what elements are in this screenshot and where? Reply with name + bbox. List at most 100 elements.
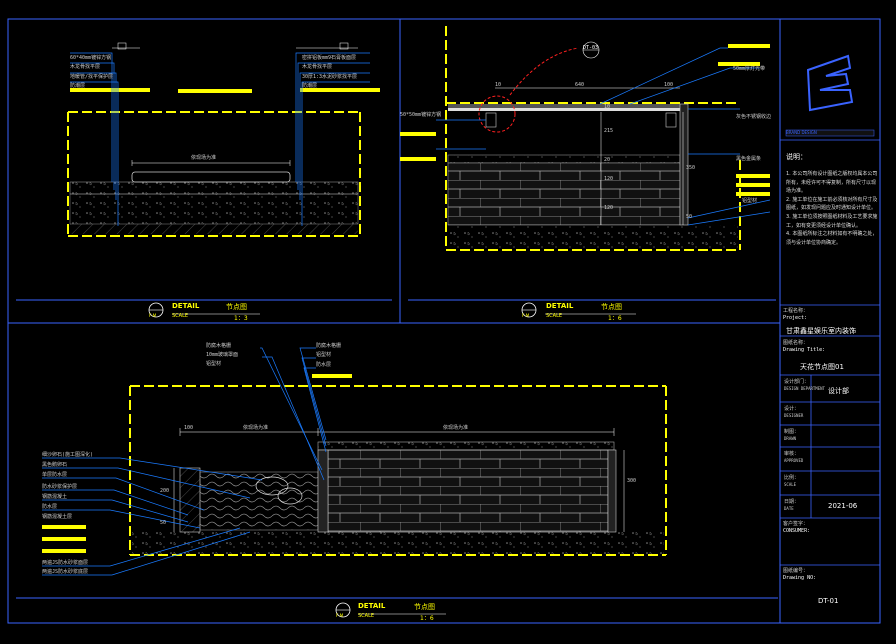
d2-left-label: 50*50mm镀锌方钢	[400, 112, 442, 118]
d2-dim-v-6: 50	[686, 214, 693, 220]
d3-bottom-label-2: 两遍JS防水砂浆底层	[42, 569, 89, 575]
approved-label: 审核：	[784, 451, 800, 457]
d2-dim-v-4: 120	[604, 205, 614, 211]
detail-2-scale-label: SCALE	[546, 313, 563, 319]
company-logo	[785, 54, 875, 137]
drawing-no-label: 图纸编号：	[783, 568, 809, 574]
note-1: 1. 本公司所有设计图纸之版权均属本公司所有，未经许可不得复制，所有尺寸以现场为…	[786, 171, 878, 195]
notes-heading: 说明：	[786, 153, 807, 161]
d1-dim-text: 依现场为准	[191, 155, 217, 161]
company-logo-text: BRAND DESIGN	[786, 130, 817, 135]
drawn-label: 制图：	[784, 429, 800, 435]
title-badges	[148, 302, 636, 618]
d2-dim-h-3: 100	[664, 82, 674, 88]
design-dept-label-en: DESIGN DEPARTMENT	[784, 386, 825, 391]
detail-1-tag: F-M	[149, 313, 157, 318]
detail-1-word: DETAIL	[172, 302, 200, 310]
drawing-title-label-en: Drawing Title:	[783, 347, 826, 353]
project-label: 工程名称：	[783, 308, 809, 314]
d2-tag: DT-03	[583, 45, 599, 51]
d3-dim-v-1: 200	[160, 488, 170, 494]
detail-2-scale: 1：6	[608, 315, 622, 322]
date-label-en: DATE	[784, 506, 794, 511]
design-dept: 设计部	[828, 387, 849, 395]
note-2: 2. 施工单位在施工前必须核对所有尺寸及图纸，如发现问题应及时通知设计单位。	[786, 196, 878, 212]
drawing-no-label-en: Drawing NO:	[783, 575, 817, 581]
d3-left-label-2: 黑色鹅卵石	[42, 462, 68, 468]
designer-label: 设计：	[784, 406, 800, 412]
d2-dim-v-5: 350	[686, 165, 696, 171]
detail-3	[16, 347, 778, 599]
detail-1-scale-label: SCALE	[172, 313, 189, 319]
d1-right-label-3: 30厚1:3水泥砂浆找平层	[302, 74, 358, 80]
drawn-label-en: DRAWN	[784, 436, 797, 441]
d2-dim-v-1: 10	[604, 104, 611, 110]
d3-top-label-3: 铝型材	[206, 361, 222, 367]
d3-left-label-3: 单层防水层	[42, 472, 68, 478]
detail-3-scale: 1：6	[420, 615, 434, 622]
approved-label-en: APPROVED	[784, 458, 804, 463]
d2-dim-v-7: 20	[604, 157, 611, 163]
d1-left-label-4: 防潮层	[70, 83, 86, 89]
detail-1-scale: 1：3	[234, 315, 248, 322]
d3-top-label-1: 防腐木格栅	[206, 343, 232, 349]
d3-dim-v-2: 50	[160, 520, 167, 526]
scale-label: 比例：	[784, 475, 800, 481]
client-label: 客户签字：	[783, 521, 809, 527]
note-3: 3. 施工单位须按照图纸材料及工艺要求施工，如有变更须经设计单位确认。	[786, 213, 878, 229]
d2-dim-h-2: 640	[575, 82, 585, 88]
detail-2-word: DETAIL	[546, 302, 574, 310]
d1-right-label-4: 防潮层	[302, 83, 318, 89]
d2-right-label-3: 黑色金属条	[736, 156, 762, 162]
detail-3-scale-label: SCALE	[358, 613, 375, 619]
detail-1-title: 节点图	[226, 303, 247, 311]
scale-label-en: SCALE	[784, 482, 797, 487]
d3-bottom-label-1: 两遍JS防水砂浆面层	[42, 560, 89, 566]
d2-dim-v-3: 120	[604, 176, 614, 182]
d2-right-label-1: 50mm厚灯光带	[733, 66, 766, 72]
d3-top-right-label-2: 铝型材	[316, 352, 332, 358]
d3-dim-h-1: 100	[184, 425, 194, 431]
d1-left-label-2: 木龙骨找平层	[70, 64, 101, 70]
d1-right-label-1: 密拼铝板mm9石膏板面层	[302, 55, 357, 61]
d1-left-label-1: 60*40mm镀锌方钢	[70, 55, 112, 61]
drawing-title: 天花节点图01	[800, 363, 844, 371]
client-label-en: CONSUMER:	[783, 528, 811, 534]
project-label-en: Project:	[783, 315, 808, 321]
drawing-title-label: 图纸名称：	[783, 340, 809, 346]
drawing-no: DT-01	[818, 597, 839, 605]
detail-2-title: 节点图	[601, 303, 622, 311]
detail-3-tag: F-M	[336, 613, 344, 618]
d3-top-label-2: 10mm玻璃罩面	[206, 352, 239, 358]
detail-3-title: 节点图	[414, 603, 435, 611]
detail-1	[16, 42, 392, 301]
project-name: 甘肃鑫星娱乐室内装饰	[786, 327, 856, 335]
date-label: 日期：	[784, 499, 800, 505]
note-4: 4. 本图纸所标注之材料如有不明确之处，须与设计单位协商确定。	[786, 231, 878, 246]
d3-top-right-label-3: 防水层	[316, 362, 332, 368]
date-value: 2021-06	[828, 502, 858, 510]
design-dept-label: 设计部门：	[784, 379, 810, 385]
detail-3-word: DETAIL	[358, 602, 386, 610]
d3-left-label-1: 细沙卵石(施工图深化)	[42, 452, 94, 458]
d3-dim-h-2: 依现场为准	[243, 425, 269, 431]
d2-dim-h-1: 10	[495, 82, 502, 88]
d3-dim-v-3: 300	[627, 478, 637, 484]
general-notes: 1. 本公司所有设计图纸之版权均属本公司所有，未经许可不得复制，所有尺寸以现场为…	[786, 170, 878, 247]
d3-dim-h-3: 依现场为准	[443, 425, 469, 431]
d1-left-label-3: 地暖管/找平保护层	[70, 74, 114, 80]
d3-left-label-6: 防水层	[42, 504, 58, 510]
detail-2	[400, 26, 776, 301]
d3-left-label-4: 防水砂浆保护层	[42, 484, 78, 490]
d2-right-label-2: 灰色不锈钢收边	[736, 114, 772, 120]
d3-left-label-7: 钢筋混凝土层	[42, 514, 73, 520]
d2-dim-v-2: 215	[604, 128, 614, 134]
detail-2-tag: F-M	[522, 313, 530, 318]
title-block-grid	[780, 139, 880, 566]
d1-right-label-2: 木龙骨找平层	[302, 64, 333, 70]
d3-top-right-label-1: 防腐木格栅	[316, 343, 342, 349]
designer-label-en: DESIGNER	[784, 413, 804, 418]
d3-left-label-5: 钢筋混凝土	[42, 494, 68, 500]
d2-right-label-4: 铝型材	[742, 198, 758, 204]
